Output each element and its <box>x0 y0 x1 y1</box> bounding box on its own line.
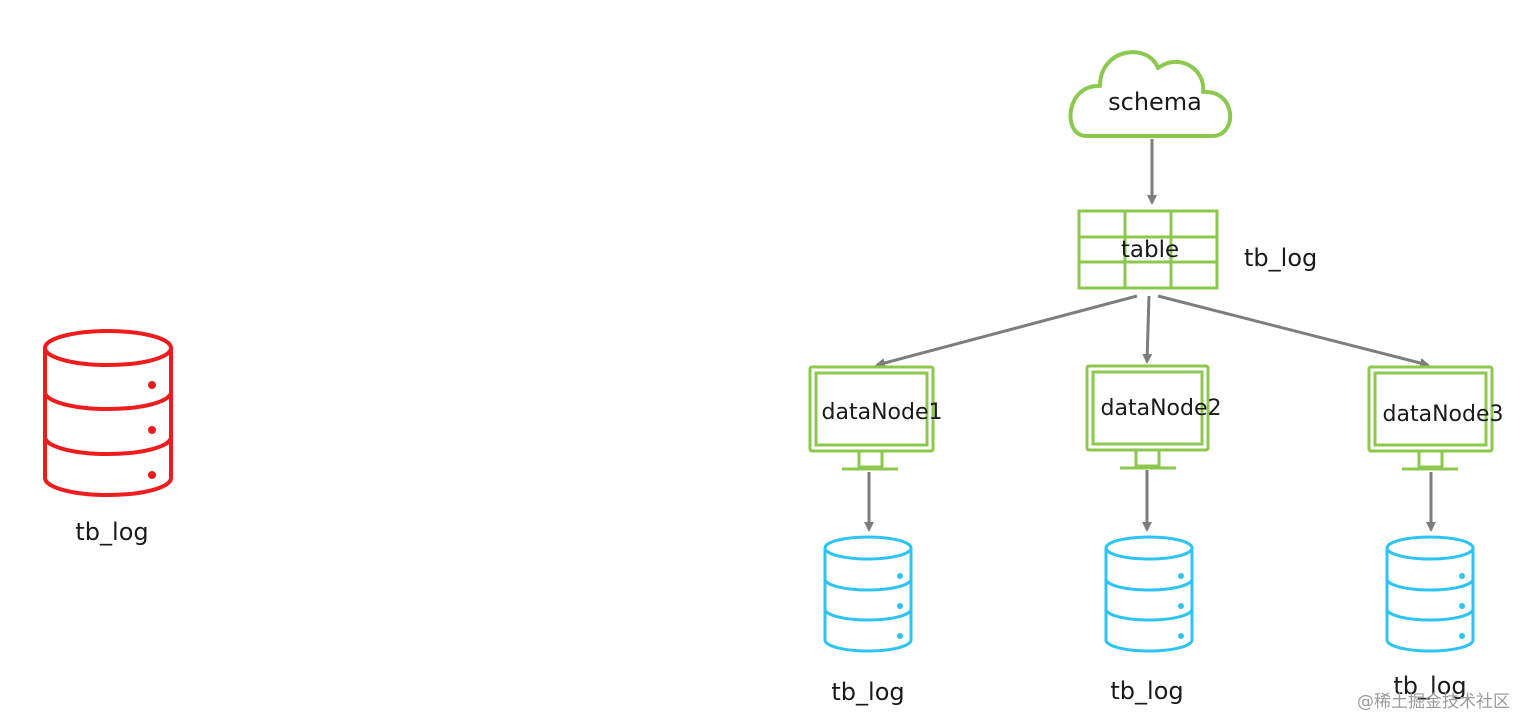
datanode3-label: dataNode3 <box>1382 402 1504 427</box>
datanode2-monitor-icon <box>1085 364 1210 470</box>
standalone-database-icon <box>43 329 173 497</box>
schema-cloud-icon <box>1068 50 1233 138</box>
shard-database-icon-2 <box>1104 535 1194 653</box>
table-side-label: tb_log <box>1244 244 1318 272</box>
shard-db-label-3: tb_log <box>1393 672 1467 700</box>
shard-db-label-1: tb_log <box>831 678 905 706</box>
left-db-label: tb_log <box>75 518 149 546</box>
datanode2-label: dataNode2 <box>1100 396 1222 421</box>
table-label: table <box>1120 237 1180 263</box>
watermark: @稀土掘金技术社区 <box>1357 692 1510 712</box>
table-grid-icon <box>1077 209 1219 290</box>
schema-label: schema <box>1108 88 1202 116</box>
arrows <box>864 139 1436 532</box>
arrow-table-to-node3 <box>1157 294 1430 368</box>
arrow-table-to-node2 <box>1142 295 1153 364</box>
shard-database-icon-3 <box>1385 535 1475 653</box>
datanode1-label: dataNode1 <box>821 400 943 425</box>
datanode1-monitor-icon <box>808 365 935 471</box>
datanode3-monitor-icon <box>1367 365 1494 471</box>
shard-db-label-2: tb_log <box>1110 677 1184 705</box>
shard-database-icon-1 <box>823 535 913 653</box>
arrow-table-to-node1 <box>875 294 1138 368</box>
